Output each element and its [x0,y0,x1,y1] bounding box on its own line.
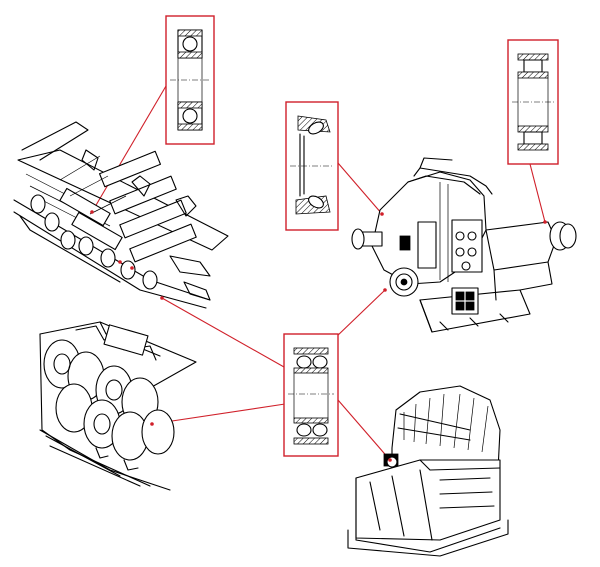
disc-filter [347,385,509,557]
callout-deep-groove-ball-bearing [165,15,215,145]
callout-spherical-roller-thrust-bearing [285,101,339,231]
idler-rolls [30,150,197,290]
pulverizer-mill [351,157,577,333]
table-rollers [43,339,175,461]
belt-conveyor-idlers [13,121,229,309]
callout-spherical-roller-bearing [283,333,339,457]
callout-cylindrical-roller-bearing [507,39,559,165]
roller-table [39,321,197,491]
